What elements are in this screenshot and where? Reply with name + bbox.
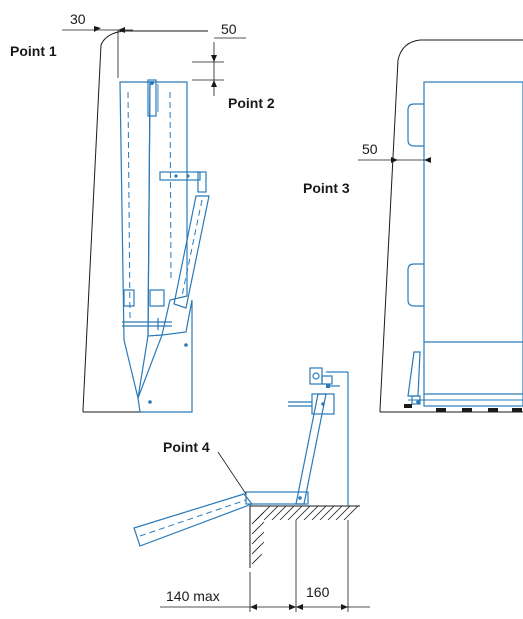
dimension-140-160: 140 max 160 xyxy=(160,520,370,612)
dimension-label-140-max: 140 max xyxy=(166,588,220,604)
label-point-1: Point 1 xyxy=(10,43,57,59)
dimension-30: 30 xyxy=(62,11,133,78)
ground-platform xyxy=(249,505,360,568)
dimension-50-right: 50 xyxy=(358,141,431,163)
label-point-3: Point 3 xyxy=(303,180,350,196)
label-point-4: Point 4 xyxy=(163,439,210,455)
dimension-label-50-top: 50 xyxy=(221,21,237,37)
label-point-2: Point 2 xyxy=(228,95,275,111)
right-leveler-side xyxy=(407,81,523,407)
dimension-label-50-right: 50 xyxy=(362,141,378,157)
left-leveler-folded xyxy=(119,79,210,413)
dimension-label-30: 30 xyxy=(70,11,86,27)
dimension-label-160: 160 xyxy=(306,584,330,600)
right-base-feet xyxy=(404,404,522,412)
right-dock-outline xyxy=(379,39,523,413)
bottom-leveler-deployed xyxy=(133,367,349,547)
dimension-50-top: 50 xyxy=(192,21,246,96)
ground-hatching xyxy=(251,505,359,565)
